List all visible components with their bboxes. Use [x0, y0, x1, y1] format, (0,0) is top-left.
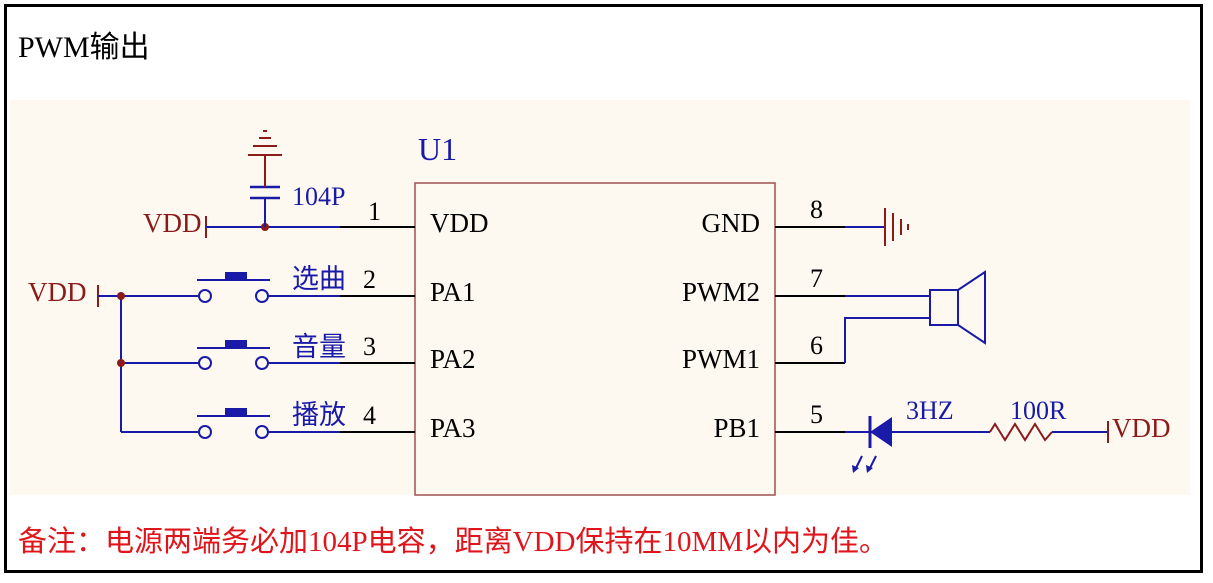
pin-name-pwm1: PWM1 — [682, 344, 760, 374]
pin-number-3: 3 — [363, 332, 376, 361]
pin-number-5: 5 — [810, 400, 823, 429]
pin-name-gnd: GND — [702, 208, 761, 238]
pin-number-6: 6 — [810, 331, 823, 360]
pin-number-7: 7 — [810, 264, 823, 293]
push-button-3 — [197, 408, 340, 439]
button-label-1: 选曲 — [292, 264, 346, 294]
capacitor-label: 104P — [292, 182, 345, 211]
footnote: 备注：电源两端务必加104P电容，距离VDD保持在10MM以内为佳。 — [18, 526, 889, 558]
pin-number-2: 2 — [363, 265, 376, 294]
led-label: 3HZ — [906, 396, 954, 425]
speaker-icon — [929, 270, 986, 345]
button-label-3: 播放 — [292, 400, 346, 430]
diagram-title: PWM输出 — [18, 31, 150, 64]
pin-name-pb1: PB1 — [713, 413, 760, 443]
led-icon — [852, 416, 892, 473]
resistor-icon — [989, 422, 1053, 442]
vdd-label-top: VDD — [143, 208, 202, 238]
pin-name-pa2: PA2 — [430, 344, 476, 374]
chip-body — [414, 182, 776, 496]
resistor-label: 100R — [1010, 396, 1067, 425]
ground-icon-cap — [248, 130, 282, 156]
junction-1 — [117, 292, 125, 300]
button-label-2: 音量 — [292, 332, 346, 362]
vdd-label-left: VDD — [28, 277, 87, 307]
vdd-label-right: VDD — [1112, 413, 1171, 443]
schematic-area — [10, 100, 1190, 495]
push-button-1 — [197, 272, 340, 303]
pin-number-4: 4 — [363, 401, 376, 430]
pin-name-pa3: PA3 — [430, 413, 476, 443]
pin-name-pa1: PA1 — [430, 277, 476, 307]
wire-pwm1 — [844, 317, 930, 363]
chip-ref: U1 — [418, 131, 457, 167]
junction-2 — [117, 359, 125, 367]
ground-icon-pin8 — [884, 208, 909, 246]
pin-number-1: 1 — [368, 197, 381, 226]
pin-number-8: 8 — [810, 195, 823, 224]
pin-name-pwm2: PWM2 — [682, 277, 760, 307]
pin-name-vdd: VDD — [430, 208, 489, 238]
capacitor-104p — [250, 155, 280, 227]
push-button-2 — [197, 340, 340, 370]
